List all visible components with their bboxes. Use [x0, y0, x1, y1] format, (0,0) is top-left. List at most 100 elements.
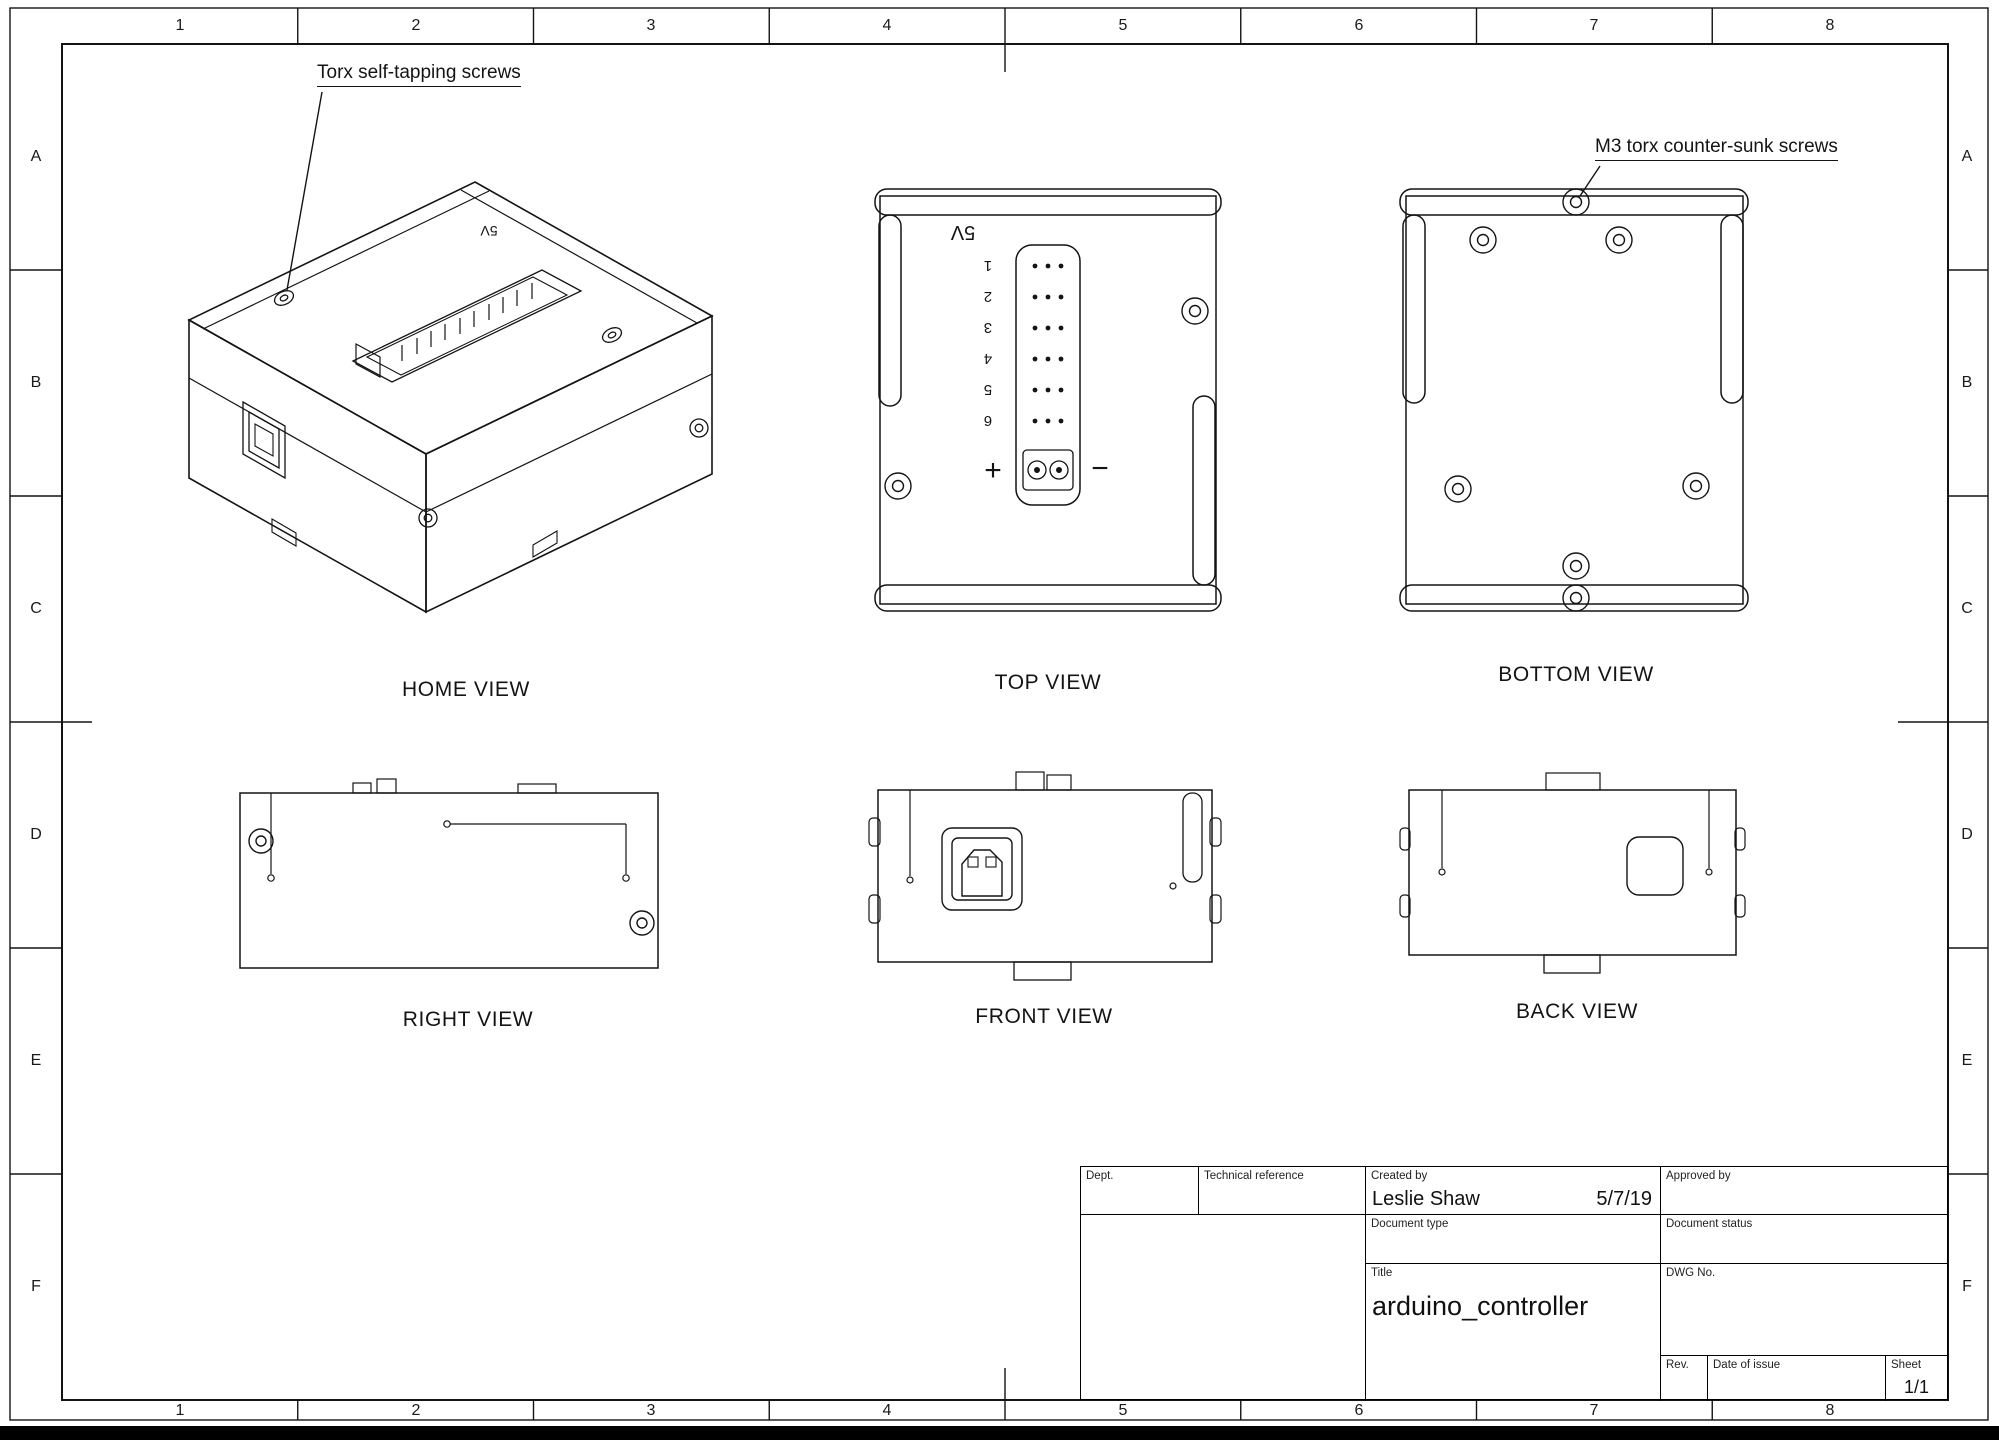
zone-label-right-a: A: [1961, 148, 1973, 165]
usb-b-port: [941, 827, 1023, 911]
zone-label-bottom-5: 5: [1118, 1402, 1128, 1419]
created-date-value: 5/7/19: [1596, 1188, 1652, 1210]
terminal-dots: [1032, 263, 1064, 424]
zone-label-top-7: 7: [1589, 17, 1599, 34]
zone-label-left-a: A: [30, 148, 42, 165]
top-tab: [352, 782, 372, 794]
title-block: Dept. Technical reference Created by Les…: [1080, 1166, 1948, 1401]
date-of-issue-label: Date of issue: [1713, 1359, 1781, 1371]
side-screw: [689, 418, 709, 438]
zone-label-right-f: F: [1962, 1278, 1972, 1295]
zone-label-left-e: E: [30, 1052, 42, 1069]
edge-rail: [1192, 395, 1216, 586]
top-tab: [1015, 771, 1045, 791]
bottom-view-drawing: [1399, 188, 1749, 612]
bottom-foot: [1543, 954, 1601, 974]
sheet-cell: Sheet 1/1: [1886, 1356, 1947, 1401]
top-tab: [1046, 774, 1072, 791]
screw: [1562, 584, 1590, 612]
pin-mark: [1438, 868, 1446, 876]
zone-label-top-4: 4: [882, 17, 892, 34]
pin-mark: [1169, 882, 1177, 890]
marking-5v: 5V: [950, 221, 975, 243]
edge-rail: [1402, 214, 1426, 404]
side-bump: [1209, 817, 1222, 847]
m3-screws-annotation: M3 torx counter-sunk screws: [1595, 136, 1838, 161]
right-view-caption: RIGHT VIEW: [402, 1008, 534, 1031]
right-view-body: [239, 792, 659, 969]
pin-number: 4: [984, 350, 992, 367]
created-by-value: Leslie Shaw: [1372, 1188, 1480, 1210]
back-view-body: [1408, 789, 1737, 956]
bottom-view-caption: BOTTOM VIEW: [1498, 663, 1654, 686]
zone-label-left-f: F: [31, 1278, 41, 1295]
pin-mark: [1705, 868, 1713, 876]
screw: [884, 472, 912, 500]
torx-leader-line: [286, 91, 323, 291]
zone-label-top-3: 3: [646, 17, 656, 34]
side-bump: [1734, 894, 1746, 918]
zone-label-bottom-2: 2: [411, 1402, 421, 1419]
zone-label-bottom-1: 1: [175, 1402, 185, 1419]
edge-rail: [1182, 792, 1203, 883]
pin-mark: [267, 874, 275, 882]
screw: [1181, 297, 1209, 325]
edge-rail: [1399, 584, 1749, 612]
edge-rail: [874, 188, 1222, 216]
side-bump: [1399, 894, 1411, 918]
zone-label-right-d: D: [1961, 826, 1973, 843]
approved-by-cell: Approved by: [1661, 1167, 1947, 1215]
technical-reference-label: Technical reference: [1204, 1170, 1304, 1182]
pin-number: 3: [984, 319, 992, 336]
zone-label-top-5: 5: [1118, 17, 1128, 34]
title-cell: Title arduino_controller: [1366, 1264, 1661, 1401]
zone-label-right-e: E: [1961, 1052, 1973, 1069]
zone-label-top-1: 1: [175, 17, 185, 34]
zone-label-top-2: 2: [411, 17, 421, 34]
zone-label-top-8: 8: [1825, 17, 1835, 34]
zone-label-left-b: B: [30, 374, 42, 391]
front-view-caption: FRONT VIEW: [975, 1005, 1113, 1028]
side-bump: [1734, 827, 1746, 851]
rev-label: Rev.: [1666, 1359, 1689, 1371]
top-view-markings: 5V 1 2 3 4 5 6 + −: [950, 221, 1109, 487]
screw: [1562, 552, 1590, 580]
document-type-label: Document type: [1371, 1218, 1449, 1230]
power-jack-opening: [1626, 836, 1684, 896]
screw: [273, 290, 295, 306]
edge-rail: [874, 584, 1222, 612]
zone-label-top-6: 6: [1354, 17, 1364, 34]
zone-label-right-b: B: [1961, 374, 1973, 391]
top-tab: [1545, 772, 1601, 791]
pin-number: 1: [984, 257, 992, 274]
dwg-no-cell: DWG No.: [1661, 1264, 1947, 1356]
top-tab: [376, 778, 397, 794]
rev-cell: Rev.: [1661, 1356, 1708, 1401]
pin-mark: [443, 820, 451, 828]
zone-label-right-c: C: [1961, 600, 1973, 617]
screw: [1469, 226, 1497, 254]
power-terminal-connector: [1022, 449, 1074, 491]
back-view-drawing: [1399, 772, 1746, 974]
foot-tab: [532, 530, 558, 558]
sheet-frame: [9, 7, 1989, 1421]
home-view-drawing: 5V: [187, 181, 714, 614]
zone-label-bottom-4: 4: [882, 1402, 892, 1419]
screw: [1682, 472, 1710, 500]
iso-left-face: [188, 318, 427, 614]
torx-screws-annotation: Torx self-tapping screws: [317, 62, 521, 87]
screw: [1562, 188, 1590, 216]
screw: [1605, 226, 1633, 254]
screw: [629, 910, 655, 936]
document-type-cell: Document type: [1366, 1215, 1661, 1264]
marking-5v-iso: 5V: [480, 223, 498, 239]
side-bump: [1399, 827, 1411, 851]
top-view-body: [879, 195, 1217, 605]
top-view-drawing: 5V 1 2 3 4 5 6 + −: [874, 188, 1222, 612]
dwg-no-label: DWG No.: [1666, 1267, 1716, 1279]
zone-label-bottom-7: 7: [1589, 1402, 1599, 1419]
inner-split-lines: [1441, 790, 1710, 868]
front-view-body: [877, 789, 1213, 963]
technical-reference-cell: Technical reference: [1199, 1167, 1366, 1215]
